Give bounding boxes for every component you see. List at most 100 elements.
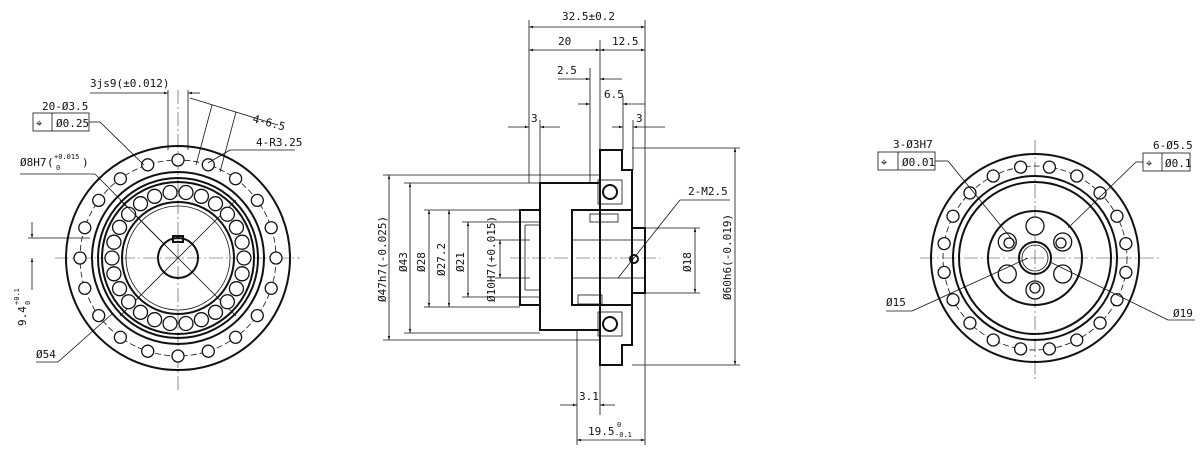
length-3-1-label: 3.1 (579, 390, 599, 403)
output-hole (1053, 264, 1073, 284)
bearing-balls (104, 184, 252, 332)
mounting-hole (171, 153, 185, 167)
mounting-hole (1093, 316, 1107, 330)
mounting-hole (228, 172, 243, 186)
diameter-15-label: Ø15 (886, 296, 906, 309)
mounting-hole (963, 316, 977, 330)
holes-count-label: 20-Ø3.5 (42, 100, 88, 113)
mounting-hole (113, 172, 128, 186)
bearing-ball (193, 188, 210, 204)
bearing-ball (162, 315, 178, 332)
mounting-holes (73, 153, 283, 363)
length-19-5-value: 19.5 (588, 425, 615, 438)
mounting-hole (113, 330, 128, 344)
length-3-right-label: 3 (636, 112, 643, 125)
diameter-21-label: Ø21 (454, 252, 467, 272)
mounting-hole (73, 251, 87, 265)
length-2-5-label: 2.5 (557, 64, 577, 77)
mounting-hole (1013, 342, 1028, 356)
mounting-hole (78, 221, 92, 235)
pin-hole (1029, 282, 1041, 294)
bearing-ball (120, 294, 137, 310)
length-19-5-tolerance-lower: -0.1 (615, 431, 632, 439)
key-depth-value: 9.4 (16, 306, 29, 326)
pin-tolerance-label: Ø0.01 (902, 156, 935, 169)
mounting-hole (1013, 160, 1028, 174)
mounting-hole (141, 344, 155, 358)
bearing-ball (132, 196, 149, 212)
position-symbol: ⌖ (36, 117, 42, 130)
position-symbol: ⌖ (881, 156, 887, 169)
mounting-hole (986, 333, 1000, 347)
mounting-hole (937, 265, 951, 280)
bearing-ball (234, 266, 250, 282)
mounting-hole (264, 281, 278, 295)
position-symbol: ⌖ (1146, 157, 1152, 170)
thread-label: 2-M2.5 (688, 185, 728, 198)
ear-radius-label: 4-R3.25 (256, 136, 302, 149)
bearing-ball (120, 206, 137, 222)
bearing-ball (106, 266, 122, 282)
length-3-left-label: 3 (531, 112, 538, 125)
mounting-hole (946, 293, 960, 307)
mounting-hole (1042, 342, 1057, 356)
bearing-ball (207, 304, 224, 320)
bearing-ball (106, 234, 122, 250)
diameter-60-label: Ø60h6(-0.019) (721, 214, 734, 300)
bore-value: Ø8H7 (20, 156, 47, 169)
diameter-18-label: Ø18 (681, 252, 694, 272)
bearing-ball (111, 281, 128, 297)
key-tolerance-upper: +0.1 (13, 288, 21, 305)
mounting-hole (171, 349, 185, 363)
holes-tolerance-label: Ø0.1 (1165, 157, 1192, 170)
mounting-hole (1119, 265, 1133, 280)
pin-holes-label: 3-Ø3H7 (893, 138, 933, 151)
mounting-holes (937, 160, 1133, 356)
mounting-hole (986, 169, 1000, 183)
bearing-ball (146, 188, 163, 204)
bore-tolerance-lower: 0 (56, 164, 60, 172)
pin-hole (1003, 237, 1015, 249)
mounting-hole (141, 158, 155, 172)
bearing-ball (236, 250, 252, 266)
bearing-ball (162, 184, 178, 201)
bore-paren-open: ( (47, 156, 54, 169)
diameter-19-label: Ø19 (1173, 307, 1193, 320)
bearing-ball (207, 196, 224, 212)
mounting-hole (92, 193, 106, 208)
mounting-hole (92, 308, 106, 323)
mounting-hole (1093, 186, 1107, 200)
bearing-ball (104, 250, 120, 266)
bore-paren-close: ) (82, 156, 89, 169)
bearing-ball (146, 312, 163, 328)
mounting-hole (201, 344, 215, 358)
diameter-10-label: Ø10H7(+0.015) (485, 216, 498, 302)
bearing-ball (111, 219, 128, 235)
key-tolerance-lower: 0 (24, 301, 32, 305)
output-hole (1025, 216, 1045, 236)
bore-label: Ø8H7 ( +0.015 0 ) (20, 153, 89, 172)
holes-label: 6-Ø5.5 (1153, 139, 1193, 152)
length-19-5-label: 19.5 0 -0.1 (588, 421, 632, 439)
holes-tolerance-label: Ø0.25 (56, 117, 89, 130)
mounting-hole (1119, 236, 1133, 251)
mounting-hole (201, 158, 215, 172)
mounting-hole (1110, 293, 1124, 307)
ear-width-label: 4-6.5 (251, 112, 286, 133)
mounting-hole (937, 236, 951, 251)
bearing-ball (178, 184, 194, 201)
mounting-hole (1070, 333, 1084, 347)
mounting-hole (269, 251, 283, 265)
bearing-ball (219, 206, 236, 222)
key-depth-label: 9.4 +0.1 0 (13, 288, 32, 326)
bearing-ball (228, 219, 245, 235)
bearing-ball (219, 294, 236, 310)
mounting-hole (946, 209, 960, 223)
mounting-hole (250, 308, 264, 323)
diameter-28-label: Ø28 (415, 252, 428, 272)
mounting-hole (228, 330, 243, 344)
mounting-hole (1110, 209, 1124, 223)
length-6-5-label: 6.5 (604, 88, 624, 101)
bearing-ball (193, 312, 210, 328)
